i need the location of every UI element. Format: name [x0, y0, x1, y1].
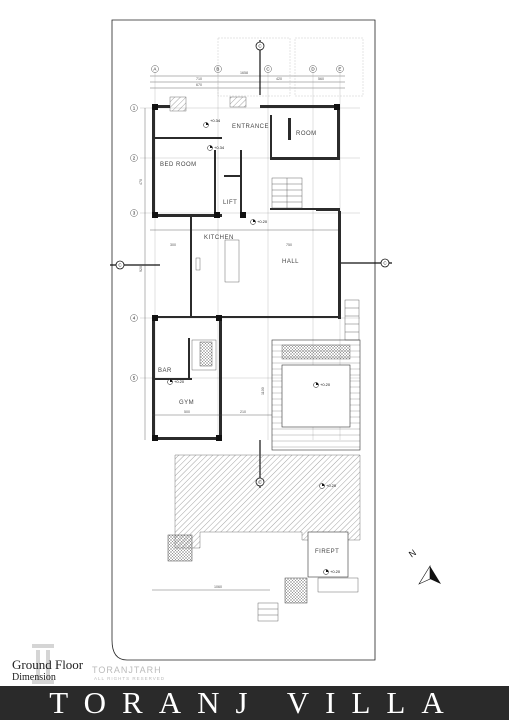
brand-rights: ALL RIGHTS RESERVED — [94, 676, 166, 681]
hall-kitchen-walls — [155, 211, 341, 319]
grid-row-3: 3 — [133, 211, 136, 216]
top-dimensions — [150, 75, 345, 89]
project-title: TORANJ VILLA — [49, 685, 460, 720]
grid-row-5: 5 — [133, 376, 136, 381]
dim-top-total: 1658 — [240, 71, 248, 75]
dim-top-d: 560 — [318, 77, 324, 81]
level-entrance: +0.34 — [210, 118, 221, 123]
dim-side-2: 920 — [139, 266, 143, 272]
room-hall: HALL — [282, 259, 299, 265]
dim-mid-2: 750 — [286, 243, 292, 247]
dim-mid-1: 300 — [170, 243, 176, 247]
dim-side-3: 1100 — [261, 387, 265, 395]
caption-subtitle: Dimension — [12, 672, 56, 683]
plan-caption: Ground Floor Dimension — [12, 657, 84, 684]
grid-bubbles-left — [130, 104, 138, 382]
section-marker-left — [110, 260, 160, 270]
upper-block-walls — [152, 105, 340, 217]
gym-block-walls — [152, 316, 222, 440]
room-entrance: ENTRANCE — [232, 124, 269, 130]
dim-top-c: 420 — [276, 77, 282, 81]
room-lift: LIFT — [223, 200, 237, 206]
north-label: N — [407, 547, 418, 559]
brand-logo — [32, 644, 54, 684]
title-bar: TORANJ VILLA — [0, 686, 509, 720]
room-bar: BAR — [158, 368, 172, 374]
dim-top-b: 670 — [196, 83, 202, 87]
room-room: ROOM — [296, 131, 317, 137]
level-markers — [167, 122, 329, 575]
room-kitchen: KITCHEN — [204, 235, 234, 241]
entrance-stairs — [271, 177, 303, 209]
level-hall: +0.20 — [257, 219, 268, 224]
level-gym: +0.20 — [174, 379, 185, 384]
caption-title: Ground Floor — [12, 657, 84, 672]
dim-bottom-2: 210 — [240, 410, 246, 414]
grid-row-2: 2 — [133, 156, 136, 161]
section-mark-top: C — [258, 44, 262, 49]
room-bedroom: BED ROOM — [160, 162, 197, 168]
level-bedroom: +0.34 — [214, 145, 225, 150]
grid-col-c: C — [266, 67, 270, 72]
section-marker-top — [255, 40, 265, 95]
level-yard: +0.20 — [326, 483, 337, 488]
grid-bubbles-top — [151, 65, 344, 73]
section-mark-right: C — [383, 261, 387, 266]
dim-bottom-1: 500 — [184, 410, 190, 414]
site-boundary — [111, 19, 376, 661]
dim-top-a: 710 — [196, 77, 202, 81]
level-fireplace: +0.20 — [330, 569, 341, 574]
lower-steps — [257, 577, 359, 622]
dim-side-1: 470 — [139, 179, 143, 185]
section-mark-left: C — [118, 263, 122, 268]
grid-row-4: 4 — [133, 316, 136, 321]
grid-col-a: A — [153, 67, 156, 72]
side-stairs — [344, 299, 360, 341]
room-gym: GYM — [179, 400, 194, 406]
room-fireplace: FIREPT — [315, 549, 339, 555]
brand-name: TORANJTARH — [92, 665, 162, 675]
dim-bottom-3: 1060 — [214, 585, 222, 589]
grid-col-d: D — [311, 67, 315, 72]
grid-col-e: E — [338, 67, 341, 72]
grid-row-1: 1 — [133, 106, 136, 111]
section-marker-right — [340, 258, 392, 268]
north-arrow-icon — [418, 564, 441, 585]
level-terrace: +0.20 — [320, 382, 331, 387]
